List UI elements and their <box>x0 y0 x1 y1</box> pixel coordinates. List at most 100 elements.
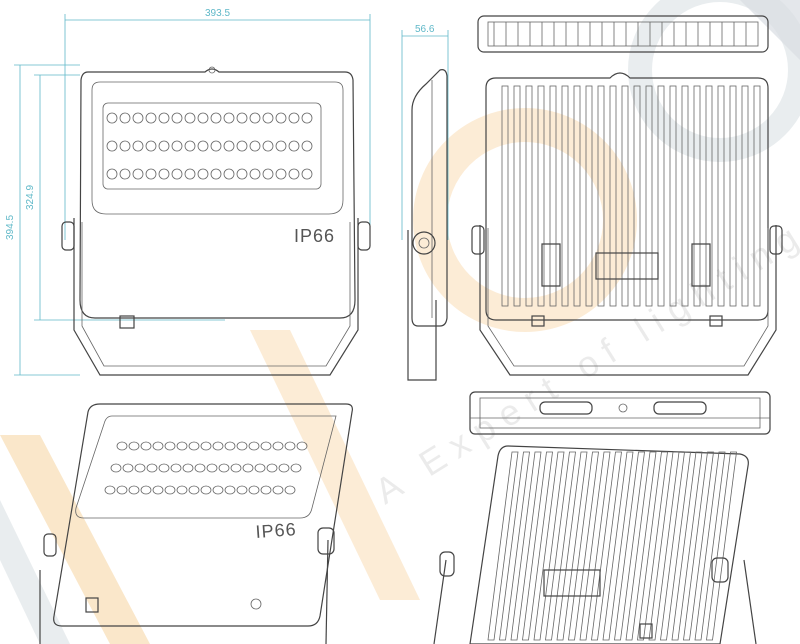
led-lens <box>272 485 284 495</box>
top-fins <box>493 22 747 46</box>
led-lens <box>288 168 300 180</box>
led-lens <box>260 485 272 495</box>
led-lens <box>284 485 296 495</box>
heatsink-fin <box>597 85 605 307</box>
led-lens <box>242 463 254 473</box>
led-lens <box>288 140 300 152</box>
led-lens <box>164 441 176 451</box>
heatsink-fin <box>660 451 691 641</box>
led-lens <box>158 112 170 124</box>
ip-rating-isometric: IP66 <box>255 519 297 542</box>
led-lens <box>122 463 134 473</box>
heatsink-fin <box>510 451 542 641</box>
heatsink-fin <box>729 85 737 307</box>
led-lens <box>275 140 287 152</box>
led-lens <box>262 140 274 152</box>
heatsink-fin <box>602 451 634 641</box>
heatsink-fin <box>637 451 668 641</box>
heatsink-fin <box>487 451 519 641</box>
isometric-front-view: IP66 <box>39 403 353 644</box>
led-lens <box>212 441 224 451</box>
led-lens <box>171 168 183 180</box>
led-lens <box>132 140 144 152</box>
heatsink-fin <box>513 85 521 307</box>
led-lens <box>134 463 146 473</box>
led-lens <box>249 140 261 152</box>
led-lens <box>301 168 313 180</box>
led-lens <box>223 112 235 124</box>
front-view: 393.5 394.5 324.9 IP66 <box>5 8 371 376</box>
led-lens <box>230 463 242 473</box>
led-lens <box>254 463 266 473</box>
heatsink-fin <box>741 85 749 307</box>
led-lens <box>182 463 194 473</box>
led-lens <box>158 463 170 473</box>
heatsink-fin <box>568 451 599 641</box>
heatsink-fin <box>561 85 569 307</box>
body-height-dimension-label: 324.9 <box>25 185 36 210</box>
led-lens <box>128 485 140 495</box>
ip-rating-front: IP66 <box>294 226 335 246</box>
led-lens <box>218 463 230 473</box>
led-lens <box>158 168 170 180</box>
led-lens <box>262 168 274 180</box>
led-lens <box>223 140 235 152</box>
led-lens <box>146 463 158 473</box>
led-lens <box>188 441 200 451</box>
led-lens <box>170 463 182 473</box>
led-lens <box>278 463 290 473</box>
led-lens <box>106 140 118 152</box>
heatsink-fin <box>683 451 714 641</box>
led-lens <box>200 485 212 495</box>
heatsink-fin <box>573 85 581 307</box>
led-lens <box>272 441 284 451</box>
led-lens <box>212 485 224 495</box>
heatsink-fin <box>549 85 557 307</box>
heatsink-fin <box>681 85 689 307</box>
heatsink-fin <box>645 85 653 307</box>
led-lens <box>145 168 157 180</box>
heatsink-fin <box>694 451 726 641</box>
led-lens <box>210 140 222 152</box>
led-lens <box>296 441 308 451</box>
led-lens <box>106 112 118 124</box>
heatsink-fin <box>585 85 593 307</box>
heatsink-fin <box>693 85 701 307</box>
led-lens <box>224 485 236 495</box>
led-lens <box>171 140 183 152</box>
led-lens <box>145 140 157 152</box>
led-lens <box>284 441 296 451</box>
led-lens <box>210 168 222 180</box>
led-lens <box>164 485 176 495</box>
heatsink-fin <box>579 451 611 641</box>
led-lens <box>197 140 209 152</box>
heatsink-fin <box>706 451 737 641</box>
led-lens <box>140 441 152 451</box>
heatsink-fin <box>501 85 509 307</box>
led-lens <box>236 140 248 152</box>
led-lens <box>176 485 188 495</box>
led-lens <box>249 112 261 124</box>
heatsink-fin <box>533 451 565 641</box>
heatsink-fin <box>753 85 761 307</box>
led-lens <box>132 168 144 180</box>
heatsink-fin <box>545 451 576 641</box>
led-lens <box>152 441 164 451</box>
heatsink-fin <box>717 85 725 307</box>
led-lens <box>236 168 248 180</box>
heatsink-fin <box>625 451 657 641</box>
led-lens <box>106 168 118 180</box>
heatsink-fin <box>705 85 713 307</box>
heatsink-fin <box>609 85 617 307</box>
led-lens <box>301 140 313 152</box>
led-lens <box>224 441 236 451</box>
led-lens <box>104 485 116 495</box>
led-lens <box>116 485 128 495</box>
rear-heatsink-fins <box>501 85 761 307</box>
led-lens <box>158 140 170 152</box>
heatsink-fin <box>633 85 641 307</box>
led-lens <box>128 441 140 451</box>
heatsink-fin <box>522 451 553 641</box>
heatsink-fin <box>621 85 629 307</box>
